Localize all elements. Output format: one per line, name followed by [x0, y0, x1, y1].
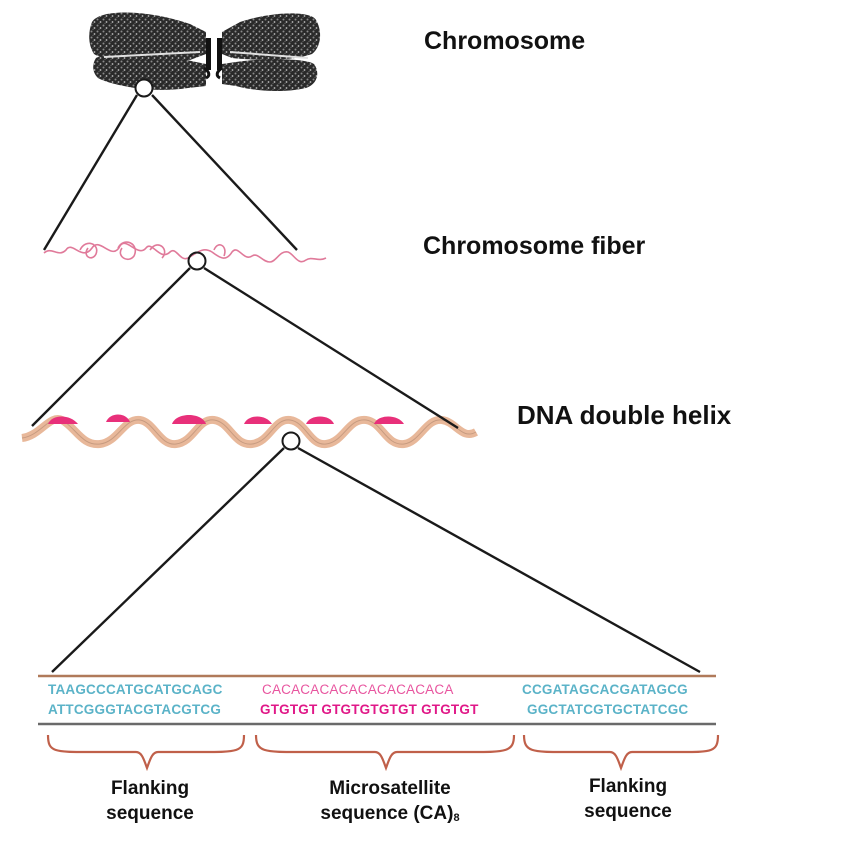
caption-line: Flanking [588, 776, 668, 797]
right-flank-top-strand: CCGATAGCACGATAGCG [522, 682, 688, 697]
chromosome-zoom-circle [134, 78, 154, 98]
fiber-zoom-circle [187, 251, 207, 271]
caption-line: sequence (CA)8 [300, 801, 480, 831]
caption-line: sequence [584, 801, 672, 822]
chromosome-fiber-label: Chromosome fiber [423, 232, 646, 260]
left-flank-top-strand: TAAGCCCATGCATGCAGC [48, 682, 223, 697]
helix-zoom-circle [281, 431, 301, 451]
braces [46, 734, 720, 772]
zoom-lines [31, 94, 701, 674]
caption-line: Flanking [110, 778, 190, 799]
microsatellite-top-strand: CACACACACACACACACACA [262, 682, 454, 697]
brace-microsatellite [254, 734, 516, 772]
caption-text: sequence (CA) [320, 803, 454, 824]
chromosome-label: Chromosome [424, 27, 586, 55]
repeat-count-subscript: 8 [453, 812, 460, 824]
caption-line: Microsatellite [329, 778, 451, 799]
dna-double-helix-label: DNA double helix [517, 400, 732, 430]
right-flank-bottom-strand: GGCTATCGTGCTATCGC [527, 702, 689, 717]
dna-helix-image [21, 414, 478, 449]
chromosome-fiber-image [43, 241, 327, 263]
caption-line: sequence [106, 803, 194, 824]
brace-left-flank [46, 734, 246, 772]
chromosome-image [89, 12, 321, 92]
microsatellite-caption: Microsatellite sequence (CA)8 [300, 776, 480, 831]
microsatellite-bottom-strand: GTGTGT GTGTGTGTGT GTGTGT [260, 702, 479, 717]
left-flanking-caption: Flanking sequence [70, 776, 230, 826]
brace-right-flank [522, 734, 720, 772]
left-flank-bottom-strand: ATTCGGGTACGTACGTCG [48, 702, 222, 717]
right-flanking-caption: Flanking sequence [548, 774, 708, 824]
